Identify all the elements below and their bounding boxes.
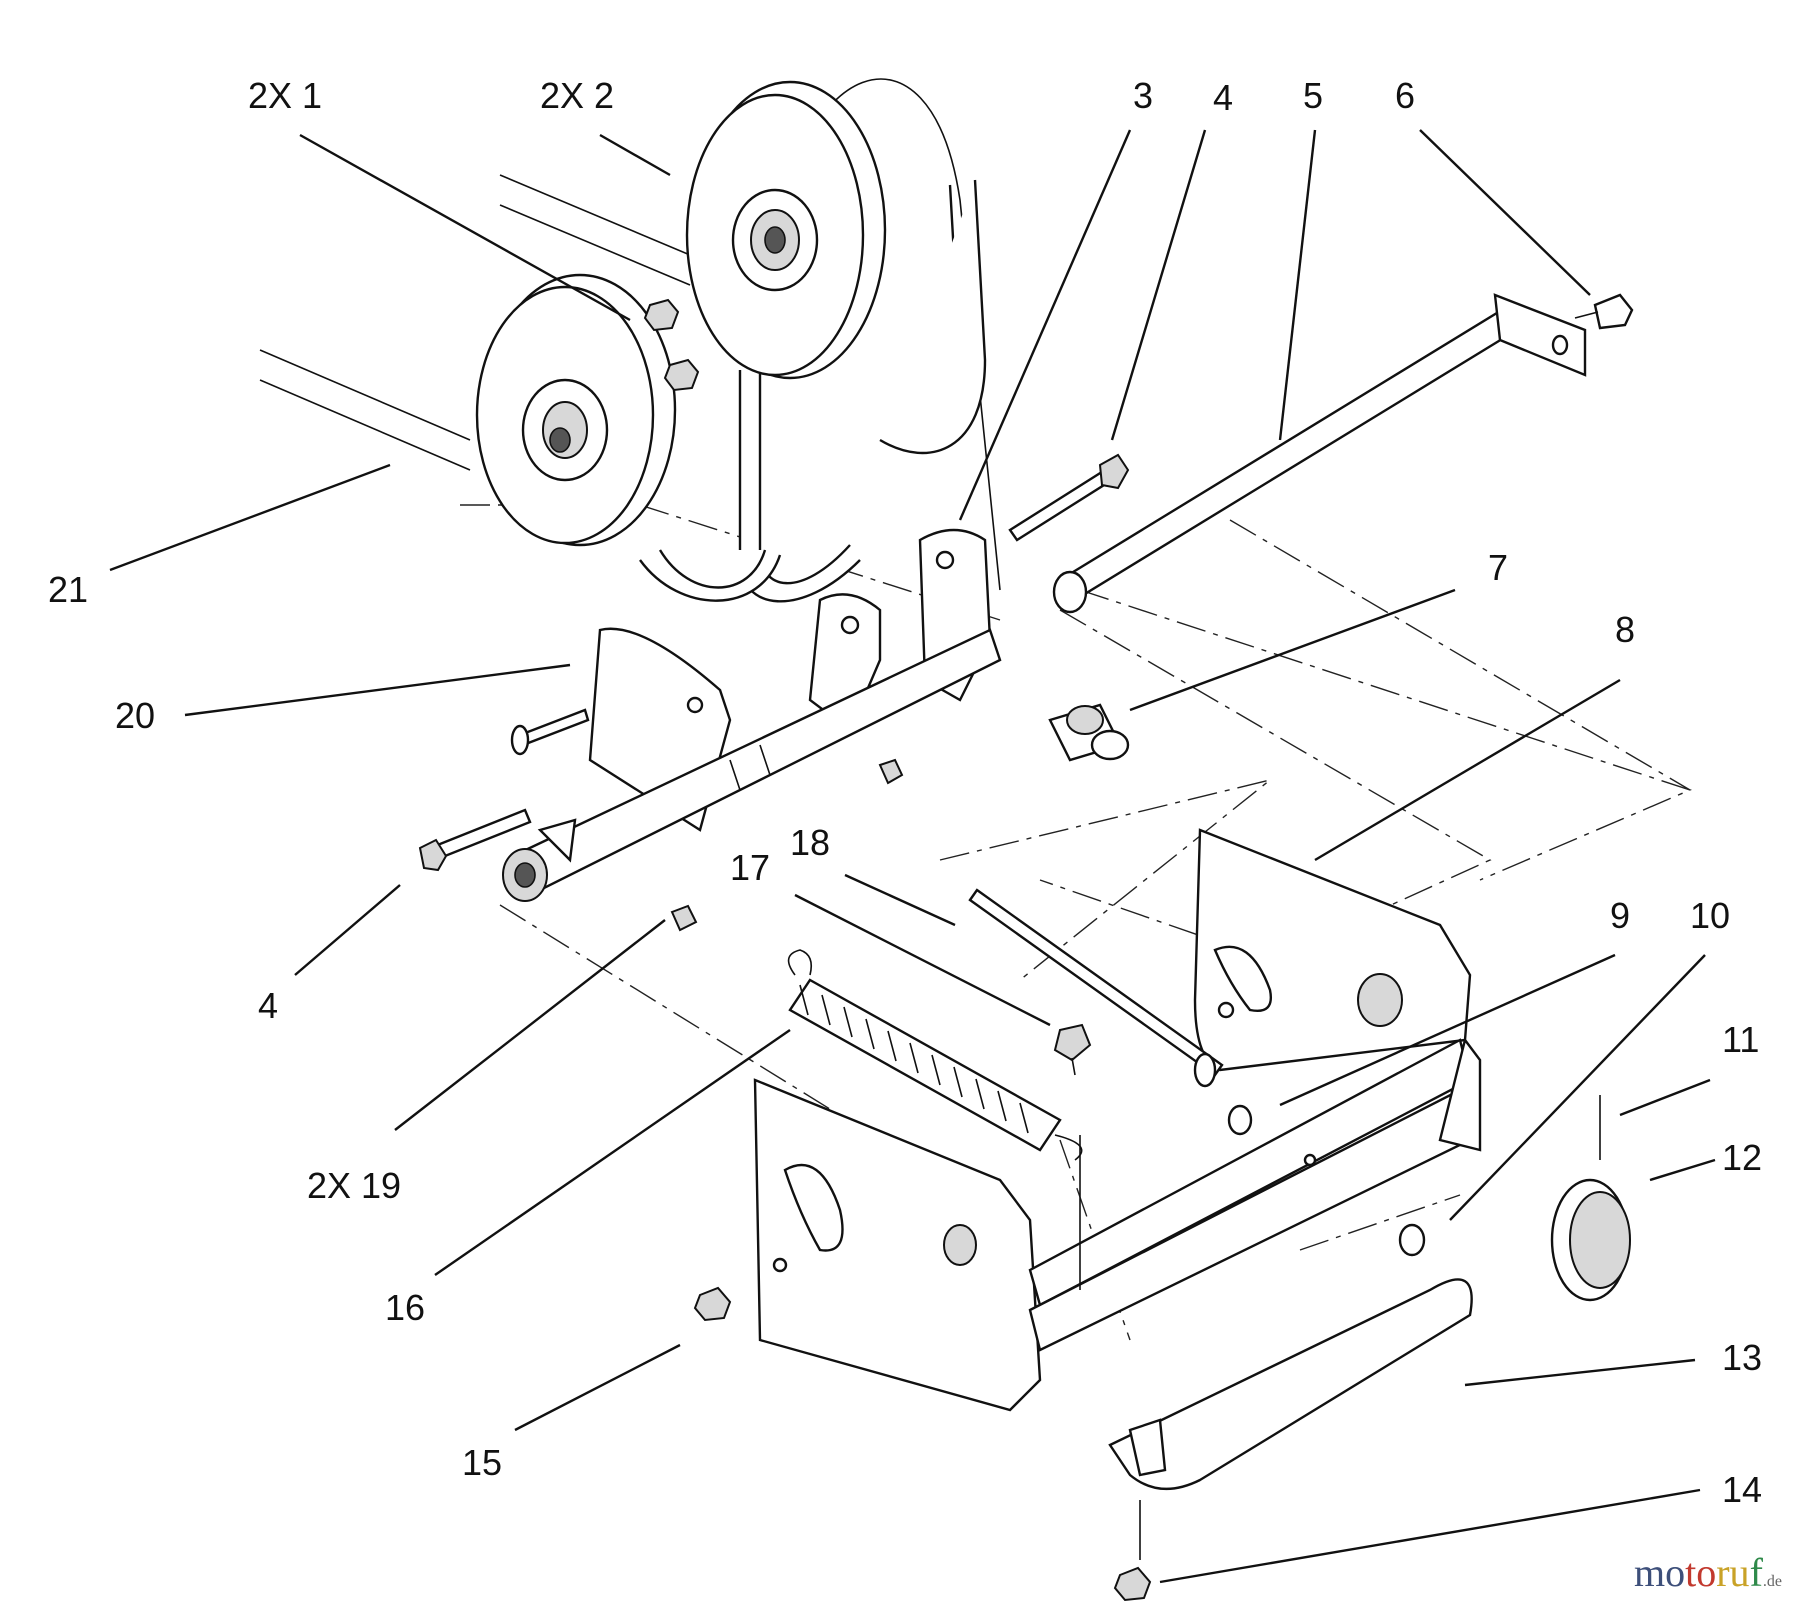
idler-pulley-lower bbox=[475, 273, 677, 547]
hex-nuts-1 bbox=[643, 298, 700, 392]
callout-12: 12 bbox=[1722, 1137, 1762, 1178]
callout-13: 13 bbox=[1722, 1337, 1762, 1378]
idler-pulley-upper bbox=[685, 80, 887, 380]
side-plate-8 bbox=[1193, 828, 1472, 1072]
callout-11: 11 bbox=[1722, 1019, 1759, 1060]
callout-3: 3 bbox=[1133, 75, 1153, 116]
knob-12 bbox=[1550, 1095, 1631, 1302]
motoruf-watermark: motoruf.de bbox=[1633, 1550, 1782, 1595]
callout-17: 17 bbox=[730, 847, 770, 888]
bolts-4 bbox=[418, 453, 1130, 872]
callout-8: 8 bbox=[1615, 609, 1635, 650]
phantom-lines bbox=[460, 504, 1692, 1341]
bushing-7 bbox=[1048, 703, 1130, 762]
callout-18: 18 bbox=[790, 822, 830, 863]
callout-4-left: 4 bbox=[258, 985, 278, 1026]
washers-9 bbox=[1227, 1104, 1426, 1257]
callout-2x19: 2X 19 bbox=[307, 1165, 401, 1206]
idler-arm-assembly bbox=[502, 528, 1002, 902]
callout-21: 21 bbox=[48, 569, 88, 610]
nut-15 bbox=[693, 1286, 732, 1322]
callout-4-top: 4 bbox=[1213, 77, 1233, 118]
callout-7: 7 bbox=[1488, 547, 1508, 588]
callout-15: 15 bbox=[462, 1442, 502, 1483]
drive-belt bbox=[259, 78, 1001, 603]
callout-20: 20 bbox=[115, 695, 155, 736]
callout-16: 16 bbox=[385, 1287, 425, 1328]
callout-6: 6 bbox=[1395, 75, 1415, 116]
base-plate bbox=[753, 1037, 1482, 1412]
leader-lines bbox=[109, 129, 1716, 1584]
callout-10: 10 bbox=[1690, 895, 1730, 936]
callout-9: 9 bbox=[1610, 895, 1630, 936]
callout-14: 14 bbox=[1722, 1469, 1762, 1510]
shaft-5 bbox=[1052, 293, 1634, 614]
spring-16 bbox=[787, 949, 1092, 1161]
screws-19 bbox=[670, 758, 904, 932]
rod-18 bbox=[968, 888, 1224, 1088]
handle-13 bbox=[1079, 1135, 1473, 1602]
callout-labels: 2X 1 2X 2 3 4 5 6 7 8 9 10 11 12 13 14 1… bbox=[48, 75, 1762, 1510]
callout-5: 5 bbox=[1303, 75, 1323, 116]
callout-2x2: 2X 2 bbox=[540, 75, 614, 116]
callout-2x1: 2X 1 bbox=[248, 75, 322, 116]
